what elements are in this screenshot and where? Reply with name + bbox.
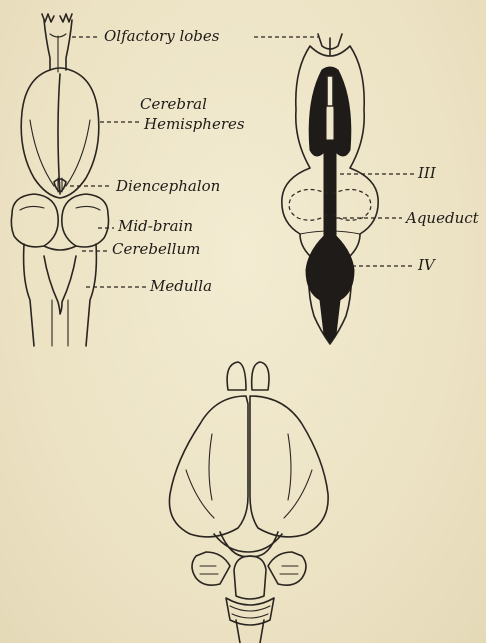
label-cerebral: Cerebral: [140, 97, 207, 112]
shaded-brain-illustration: [169, 362, 328, 643]
label-medulla: Medulla: [150, 279, 212, 294]
label-aqueduct: Aqueduct: [406, 211, 479, 226]
label-ventricle-iv: IV: [418, 258, 435, 273]
dorsal-view-brain: [11, 14, 108, 346]
label-cerebellum: Cerebellum: [112, 242, 200, 257]
label-hemispheres: Hemispheres: [144, 117, 245, 132]
label-mid-brain: Mid-brain: [118, 219, 193, 234]
label-diencephalon: Diencephalon: [116, 179, 220, 194]
label-ventricle-iii: III: [418, 166, 436, 181]
olfactory-lobes-shape: [42, 14, 72, 72]
mid-brain-shape: [11, 194, 108, 247]
section-view-brain: [282, 34, 378, 344]
cerebellum-medulla-shape: [24, 244, 97, 346]
label-olfactory-lobes: Olfactory lobes: [104, 29, 219, 44]
ventricle-system: [306, 67, 354, 342]
